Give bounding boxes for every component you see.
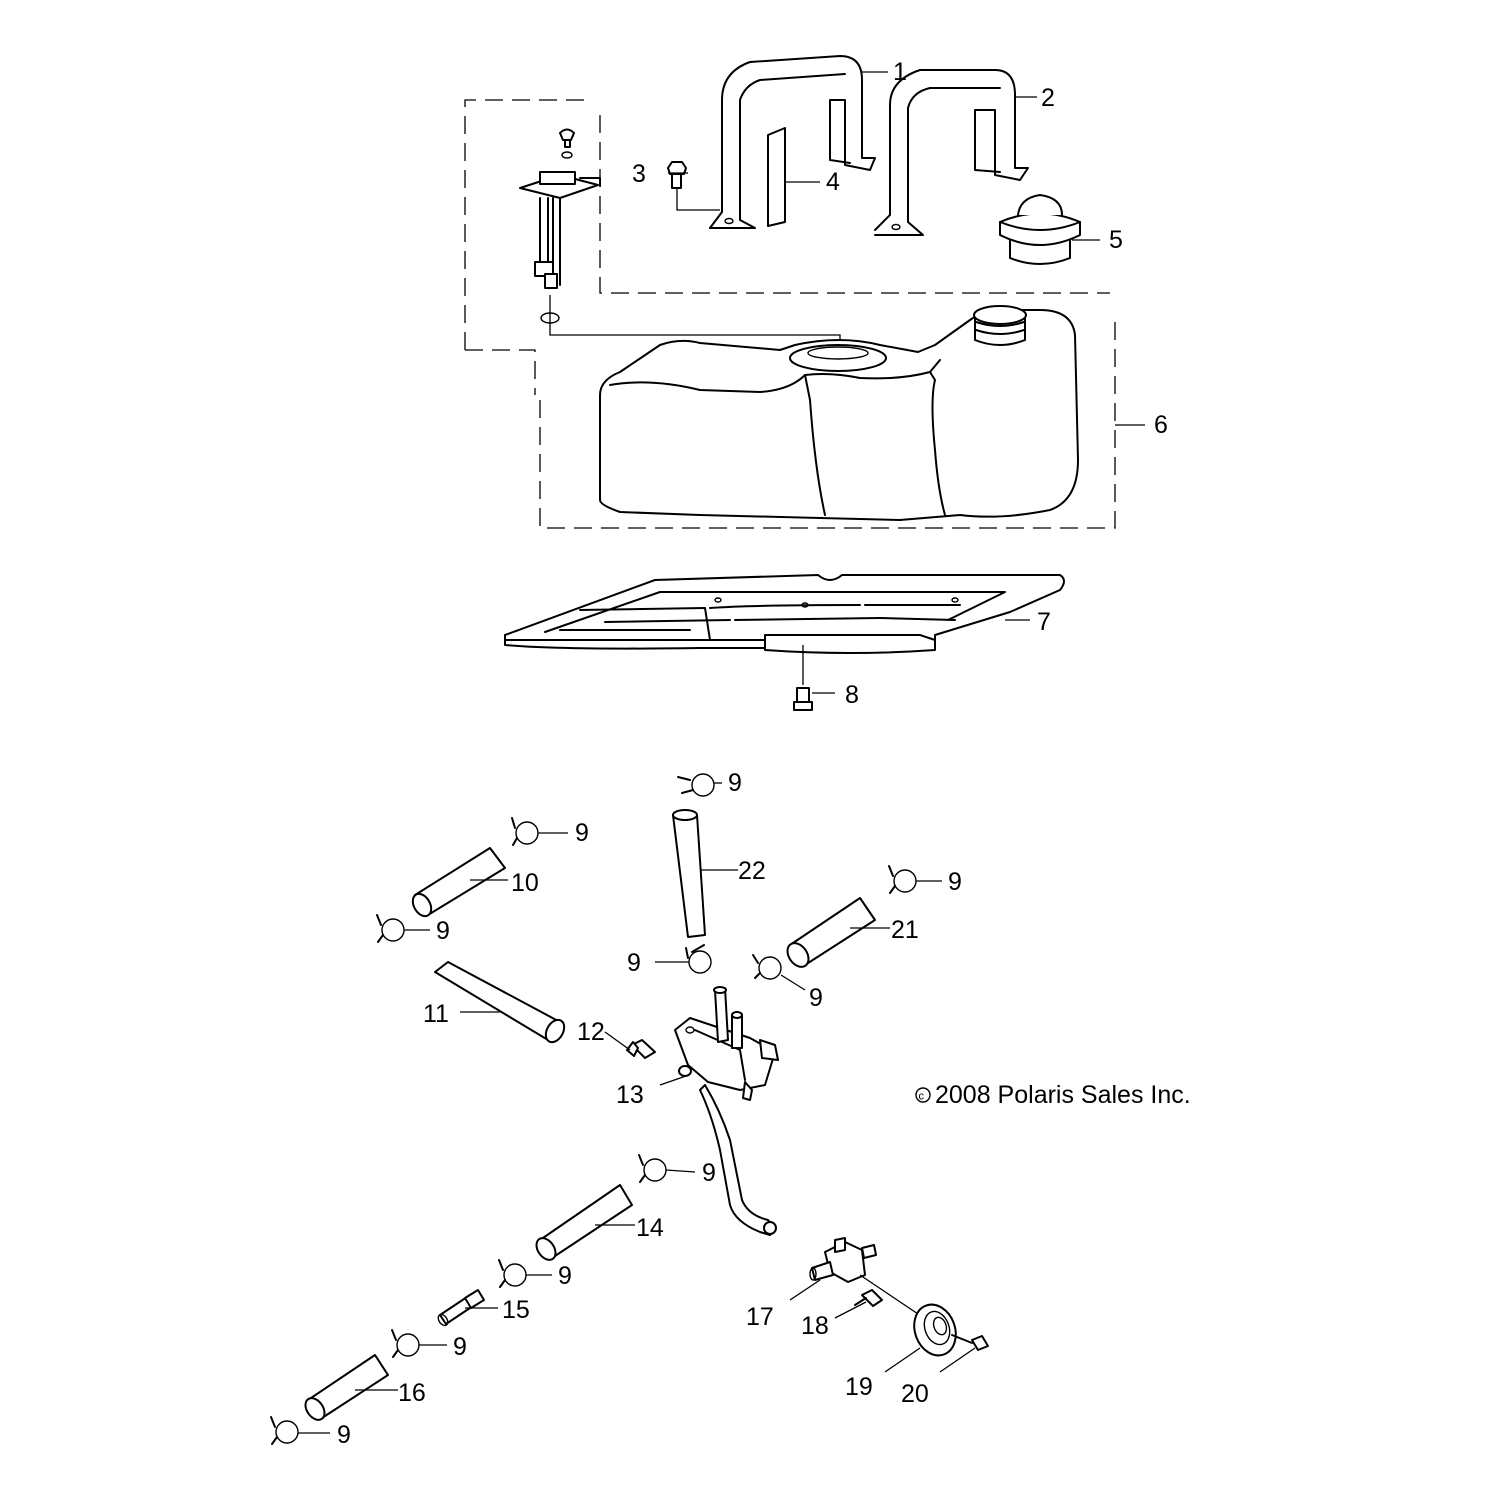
callout-22: 22 [738,857,766,885]
diaphragm-19 [913,1303,957,1357]
callout-14: 14 [636,1214,664,1242]
callout-4: 4 [826,168,840,196]
callout-12: 12 [577,1018,605,1046]
fitting-12 [626,1039,656,1059]
copyright-text: 2008 Polaris Sales Inc. [935,1081,1191,1109]
callout-8: 8 [845,681,859,709]
callout-9b: 9 [575,819,589,847]
clamp-9b [511,817,539,846]
callout-3: 3 [632,160,646,188]
copyright-icon [915,1087,931,1103]
callout-13: 13 [616,1081,644,1109]
clamp-9j [270,1416,299,1445]
callout-9e: 9 [627,949,641,977]
fuel-tank-6 [599,305,1079,521]
clamp-9c [376,914,405,943]
clamp-9h [498,1259,527,1288]
clamp-9a [677,773,715,797]
hose-21 [786,897,876,968]
tank-strap-1 [709,55,876,229]
tank-strap-2 [874,69,1029,236]
callout-11: 11 [423,1000,449,1028]
clamp-9e [685,944,712,974]
callout-20: 20 [901,1380,929,1408]
callout-18: 18 [801,1312,829,1340]
callout-7: 7 [1037,608,1051,636]
callout-2: 2 [1041,84,1055,112]
callout-9i: 9 [453,1333,467,1361]
hose-10 [411,847,506,918]
callout-9a: 9 [728,769,742,797]
screw-20 [951,1334,989,1351]
bolt-8 [793,645,813,711]
callout-19: 19 [845,1373,873,1401]
callout-16: 16 [398,1379,426,1407]
fuel-pump-assembly [519,128,841,345]
strap-pad-4 [767,127,786,227]
leader-lines [298,71,1145,1434]
pump-assembly-outline [464,99,1110,395]
callout-9d: 9 [948,868,962,896]
callout-9c: 9 [436,917,450,945]
bolt-3 [667,161,720,211]
valve-13 [674,986,779,1236]
callout-15: 15 [502,1296,530,1324]
hose-11 [434,961,566,1044]
clamp-9d [888,865,917,894]
callout-17: 17 [746,1303,774,1331]
callout-9j: 9 [337,1421,351,1449]
clamp-9f [752,954,782,980]
callout-1: 1 [893,58,907,86]
clamp-9i [391,1329,420,1358]
callout-9h: 9 [558,1262,572,1290]
valve-assembly-17 [809,1237,931,1323]
clamp-9g [638,1154,667,1183]
callout-9f: 9 [809,984,823,1012]
callout-9g: 9 [702,1159,716,1187]
fuel-cap-5 [999,194,1081,265]
fitting-15 [437,1289,485,1327]
screw-18 [854,1289,883,1307]
callout-6: 6 [1154,411,1168,439]
hose-22 [672,809,706,938]
callout-labels: 1 2 3 4 5 6 7 8 9 9 9 9 9 9 9 9 9 9 10 1… [337,58,1168,1449]
skid-plate-7 [504,574,1065,654]
callout-21: 21 [891,916,919,944]
hose-16 [304,1354,389,1421]
copyright-icon-letter: c [919,1091,925,1103]
copyright-notice: c 2008 Polaris Sales Inc. [915,1081,1191,1109]
hose-14 [535,1184,633,1261]
callout-10: 10 [511,869,539,897]
tank-outline [539,320,1116,529]
callout-5: 5 [1109,226,1123,254]
